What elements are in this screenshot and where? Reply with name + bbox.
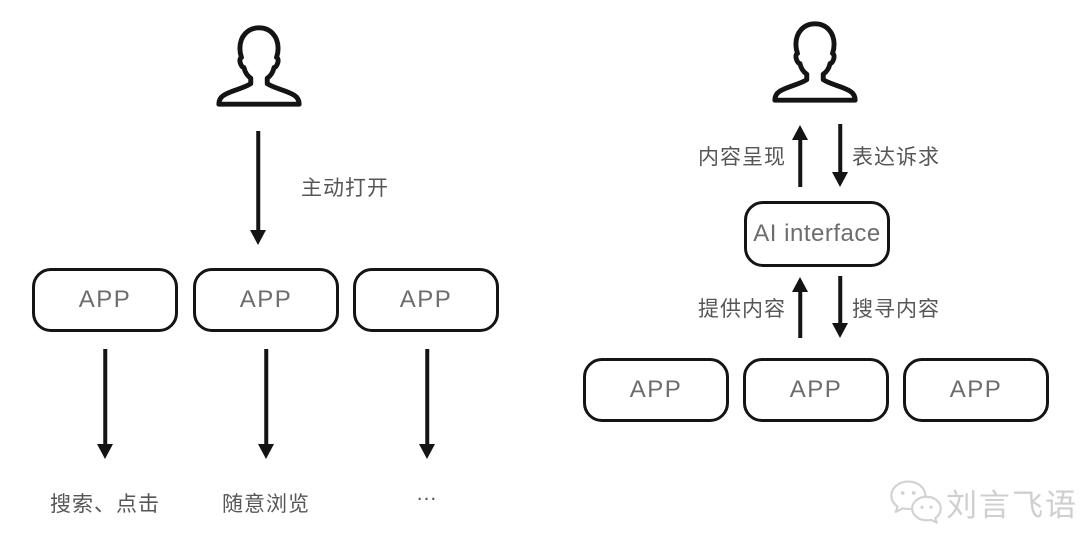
app-outcome-arrow-1 bbox=[96, 349, 114, 459]
left-app-box-3: APP bbox=[353, 268, 499, 332]
demand-from-user-arrow bbox=[831, 124, 849, 187]
app-box-label: APP bbox=[78, 286, 132, 313]
ai-interface-box: AI interface bbox=[744, 201, 890, 267]
ai-interface-label: AI interface bbox=[753, 220, 881, 247]
express-demand-label: 表达诉求 bbox=[852, 146, 940, 169]
app-box-label: APP bbox=[789, 376, 843, 403]
content-to-user-arrow bbox=[791, 125, 809, 187]
app-outcome-arrow-2 bbox=[257, 349, 275, 459]
left-app-box-1: APP bbox=[32, 268, 178, 332]
left-user-icon bbox=[212, 24, 306, 112]
app-box-label: APP bbox=[239, 286, 293, 313]
provide-content-label: 提供内容 bbox=[698, 298, 786, 321]
right-app-box-2: APP bbox=[743, 358, 889, 422]
app-box-label: APP bbox=[949, 376, 1003, 403]
watermark: 刘言飞语 bbox=[886, 474, 1076, 530]
app-box-label: APP bbox=[629, 376, 683, 403]
open-app-arrow bbox=[249, 131, 267, 245]
provide-content-arrow bbox=[791, 277, 809, 338]
right-app-box-3: APP bbox=[903, 358, 1049, 422]
left-app-box-2: APP bbox=[193, 268, 339, 332]
behavior-label-1: 搜索、点击 bbox=[50, 493, 160, 516]
behavior-label-3: ... bbox=[416, 482, 438, 505]
search-content-label: 搜寻内容 bbox=[852, 298, 940, 321]
app-box-label: APP bbox=[399, 286, 453, 313]
behavior-label-2: 随意浏览 bbox=[222, 493, 310, 516]
app-outcome-arrow-3 bbox=[418, 349, 436, 459]
search-content-arrow bbox=[831, 276, 849, 338]
wechat-icon bbox=[886, 478, 944, 533]
content-present-label: 内容呈现 bbox=[698, 146, 786, 169]
right-app-box-1: APP bbox=[583, 358, 729, 422]
open-arrow-label: 主动打开 bbox=[301, 177, 389, 200]
watermark-text: 刘言飞语 bbox=[946, 488, 1078, 523]
right-user-icon bbox=[768, 20, 862, 108]
